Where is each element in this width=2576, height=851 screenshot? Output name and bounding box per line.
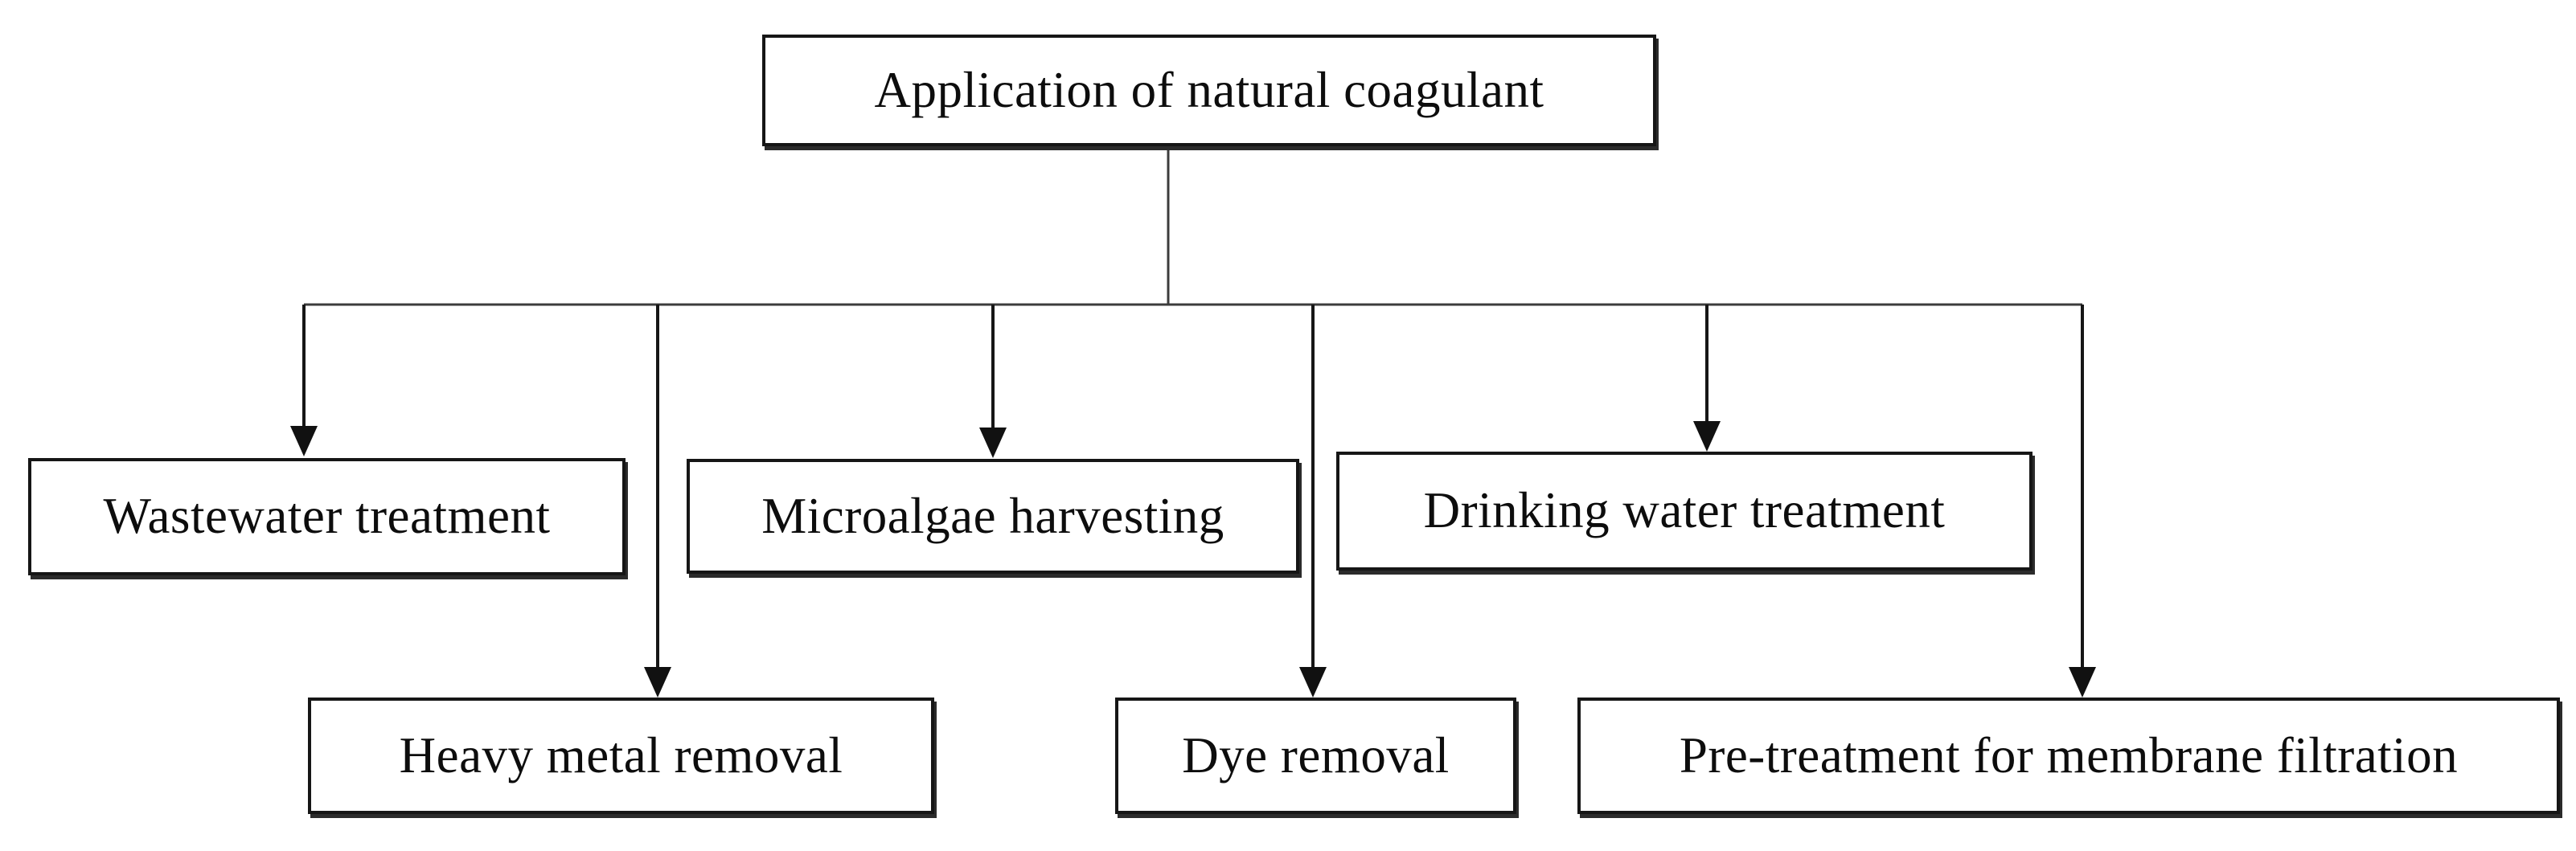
- node-dye-removal: Dye removal: [1115, 698, 1516, 814]
- arrow-dye: [1299, 305, 1327, 698]
- node-application-of-natural-coagulant: Application of natural coagulant: [762, 35, 1656, 146]
- arrow-wastewater: [290, 305, 318, 456]
- node-label: Wastewater treatment: [103, 488, 551, 545]
- node-label: Microalgae harvesting: [761, 487, 1224, 544]
- arrow-heavy-metal: [644, 305, 671, 698]
- node-wastewater-treatment: Wastewater treatment: [28, 458, 626, 575]
- node-label: Heavy metal removal: [399, 726, 843, 783]
- node-drinking-water-treatment: Drinking water treatment: [1336, 452, 2032, 571]
- node-label: Dye removal: [1182, 726, 1450, 783]
- node-label: Application of natural coagulant: [874, 61, 1544, 118]
- arrow-drinking-water: [1693, 305, 1721, 452]
- node-label: Drinking water treatment: [1423, 482, 1946, 539]
- arrow-microalgae: [979, 305, 1007, 458]
- node-pretreatment-membrane-filtration: Pre-treatment for membrane filtration: [1577, 698, 2560, 814]
- node-microalgae-harvesting: Microalgae harvesting: [687, 459, 1299, 574]
- node-heavy-metal-removal: Heavy metal removal: [308, 698, 934, 814]
- node-label: Pre-treatment for membrane filtration: [1679, 726, 2459, 783]
- arrow-membrane: [2069, 305, 2096, 698]
